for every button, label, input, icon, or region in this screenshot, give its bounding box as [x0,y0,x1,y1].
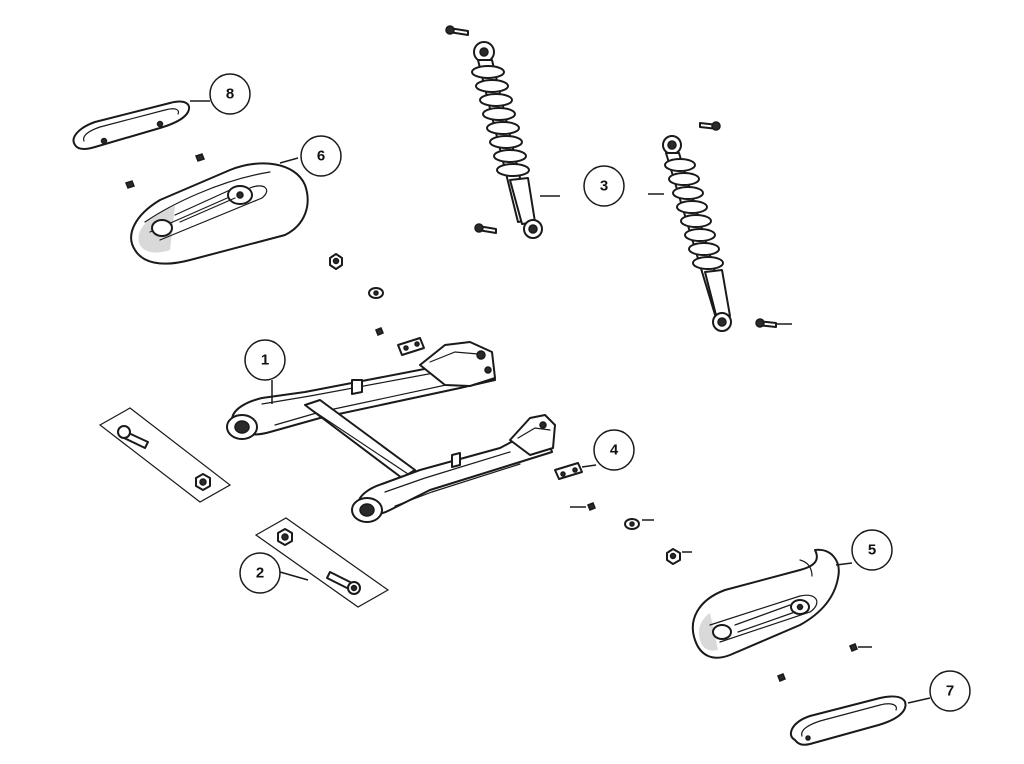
callout-5: 5 [851,529,893,571]
leader-6 [279,157,299,164]
hardware-stack-center [329,253,425,356]
callout-1-label: 1 [261,352,269,369]
leader-5 [835,562,853,566]
part-2-bolt-kit-upper [98,407,232,503]
callout-2-label: 2 [256,565,264,582]
callout-1: 1 [244,339,286,381]
spring-coils-left [471,65,530,177]
part-3-shock-absorber-left [445,25,543,239]
part-5-screws [777,643,872,682]
part-8-trim-strip [72,100,190,151]
part-6-rear-cover-left [130,162,309,265]
callout-5-label: 5 [868,542,876,559]
callout-8-label: 8 [226,86,234,103]
leader-7 [907,697,931,704]
callout-8: 8 [209,73,251,115]
part-3-shock-absorber-right [662,121,792,332]
part-6-screws [125,153,205,189]
callout-6-label: 6 [317,148,325,165]
callout-6: 6 [300,135,342,177]
callout-7: 7 [929,670,971,712]
leader-2 [279,571,309,581]
part-2-bolt-kit-lower [254,517,390,608]
part-7-trim-strip [790,695,907,746]
spring-coils-right [664,158,724,270]
callout-2: 2 [239,552,281,594]
part-5-rear-cover-right [691,548,840,659]
callout-3-label: 3 [600,178,608,195]
callout-4: 4 [593,429,635,471]
callout-3: 3 [583,165,625,207]
callout-4-label: 4 [610,442,619,459]
part-4-hardware-right [554,462,692,565]
callout-7-label: 7 [946,683,954,700]
part-1-swing-arm [226,341,556,523]
